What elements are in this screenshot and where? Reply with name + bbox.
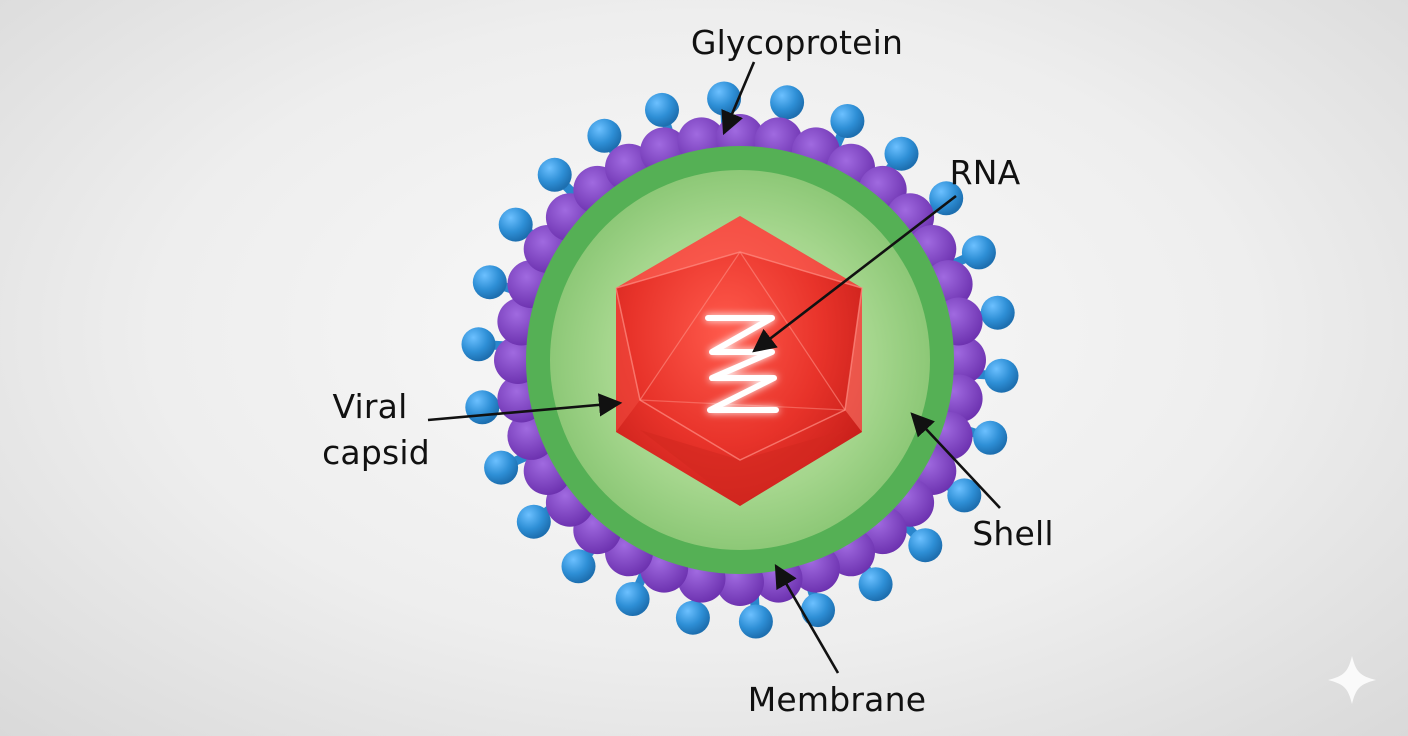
shell-label: Shell bbox=[972, 514, 1054, 553]
spike-bulb bbox=[884, 136, 919, 171]
spike-bulb bbox=[537, 157, 572, 192]
spike-bulb bbox=[461, 327, 496, 362]
viral-capsid bbox=[615, 216, 863, 506]
spike-bulb bbox=[465, 390, 500, 425]
spike-bulb bbox=[472, 265, 507, 300]
capsid-edge bbox=[639, 251, 741, 401]
capsid-facet-bottom bbox=[640, 430, 845, 506]
viral-capsid-arrow bbox=[427, 393, 623, 422]
shell-arrow bbox=[910, 412, 1001, 509]
spike-bulb bbox=[498, 207, 533, 242]
capsid-edge bbox=[639, 399, 846, 411]
spike-bulb bbox=[929, 181, 964, 216]
spike-bulb bbox=[645, 92, 679, 127]
spike-bulb bbox=[587, 118, 622, 153]
rna-label: RNA bbox=[950, 153, 1021, 192]
spike-bulb bbox=[484, 450, 519, 485]
spike-bulb bbox=[516, 504, 551, 539]
spike-bulb bbox=[707, 81, 742, 116]
spike-bulb bbox=[738, 604, 773, 639]
spike-bulb bbox=[984, 358, 1019, 393]
spike-bulb bbox=[980, 295, 1015, 330]
glycoprotein-arrow bbox=[721, 61, 756, 136]
sparkle-icon bbox=[1328, 656, 1376, 704]
spike-bulb bbox=[961, 235, 996, 270]
membrane-arrow bbox=[774, 563, 840, 674]
spike-bulb bbox=[801, 593, 835, 628]
viral-capsid-label-line2: capsid bbox=[322, 433, 430, 472]
membrane-label: Membrane bbox=[748, 680, 926, 719]
spike-bulb bbox=[908, 528, 943, 563]
viral-capsid-label-line1: Viral bbox=[333, 387, 408, 426]
capsid-outline bbox=[616, 216, 862, 506]
spike-bulb bbox=[561, 549, 596, 584]
spike-bulb bbox=[770, 85, 805, 120]
spike-bulb bbox=[615, 582, 650, 616]
capsid-facet-right bbox=[845, 288, 862, 432]
glycoprotein-label: Glycoprotein bbox=[691, 23, 903, 62]
rna-strand bbox=[705, 315, 779, 413]
spike-bulb bbox=[973, 420, 1008, 455]
spike-bulb bbox=[858, 567, 893, 602]
spike-bulb bbox=[675, 600, 710, 635]
spike-bulb bbox=[830, 104, 865, 138]
rna-arrow bbox=[752, 194, 957, 353]
spike-bulb bbox=[947, 478, 982, 513]
capsid-edge bbox=[739, 251, 846, 411]
